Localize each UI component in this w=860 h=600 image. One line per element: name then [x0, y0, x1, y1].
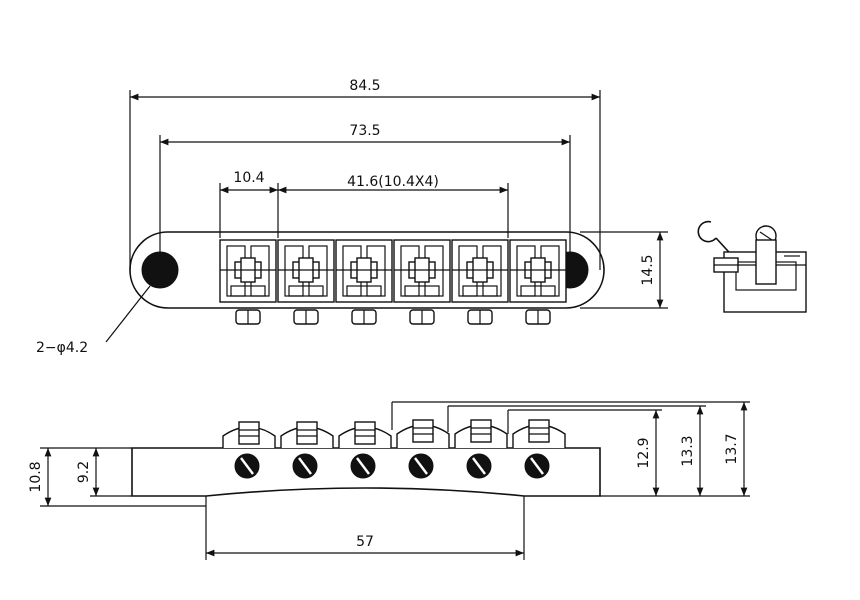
tuning-screw-icon [525, 309, 551, 325]
post-spacing-label: 73.5 [349, 123, 380, 139]
dim-saddle-heights: 12.9 13.3 13.7 [391, 401, 750, 497]
height-low-label: 12.9 [636, 437, 652, 468]
tuning-screw-icon [351, 309, 377, 325]
slotted-screw-icon [466, 453, 492, 479]
mount-holes-label: 2−φ4.2 [36, 340, 88, 356]
slotted-screw-icon [524, 453, 550, 479]
saddle-top-icon [393, 239, 451, 303]
saddle-front-icon [454, 419, 508, 448]
dim-bottom-width: 57 [205, 496, 525, 560]
overall-length-label: 84.5 [349, 78, 380, 94]
dim-string-spacing: 10.4 41.6(10.4X4) [219, 170, 509, 238]
saddle-front-icon [338, 421, 392, 448]
tuning-screw-icon [235, 309, 261, 325]
side-detail-view [697, 220, 807, 313]
saddle-top-icon [219, 239, 277, 303]
saddle-front-icon [512, 419, 566, 448]
bridge-body-profile [131, 447, 601, 497]
tuning-screw-icon [467, 309, 493, 325]
tuning-screw-icon [409, 309, 435, 325]
dim-post-spacing: 73.5 [159, 123, 571, 252]
tuning-screw-icon [293, 309, 319, 325]
string-spacing-label: 10.4 [233, 170, 264, 186]
front-view: 10.8 9.2 12.9 13.3 13.7 57 [28, 401, 750, 560]
side-inner-height-label: 9.2 [76, 461, 92, 483]
retaining-clip-icon [697, 220, 717, 243]
base-depth-label: 14.5 [640, 254, 656, 285]
dim-mount-holes: 2−φ4.2 [36, 285, 151, 356]
saddle-top-icon [509, 239, 567, 303]
top-view: 84.5 73.5 10.4 41.6(10.4X4) 14.5 [36, 78, 668, 356]
saddle-front-icon [396, 419, 450, 448]
saddle-row-front [222, 419, 566, 479]
height-high-label: 13.7 [724, 433, 740, 464]
slotted-screw-icon [350, 453, 376, 479]
total-spacing-label: 41.6(10.4X4) [347, 174, 439, 190]
slotted-screw-icon [292, 453, 318, 479]
dim-base-depth: 14.5 [580, 231, 668, 309]
dim-side-heights: 10.8 9.2 [28, 447, 206, 507]
dim-overall-length: 84.5 [129, 78, 601, 270]
saddle-top-icon [335, 239, 393, 303]
saddle-top-icon [277, 239, 335, 303]
screw-row-top [235, 309, 551, 325]
mount-hole-left-icon [141, 251, 179, 289]
side-outer-height-label: 10.8 [28, 461, 44, 492]
slotted-screw-icon [234, 453, 260, 479]
saddle-front-icon [222, 421, 276, 448]
saddle-top-icon [451, 239, 509, 303]
bottom-width-label: 57 [356, 534, 374, 550]
saddle-row-top [219, 239, 567, 303]
height-mid-label: 13.3 [680, 435, 696, 466]
slotted-screw-icon [408, 453, 434, 479]
saddle-front-icon [280, 421, 334, 448]
